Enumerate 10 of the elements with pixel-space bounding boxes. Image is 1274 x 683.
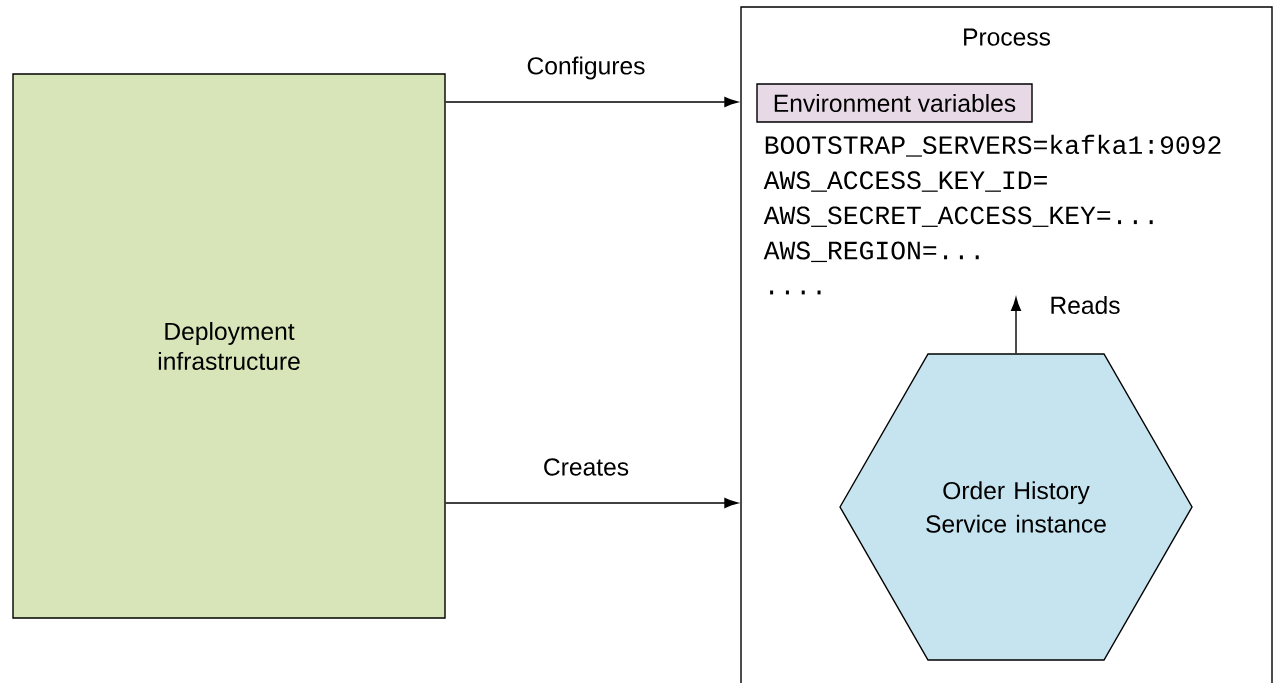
arrow bbox=[445, 497, 738, 509]
service-hexagon: Order History Service instance bbox=[839, 353, 1193, 661]
code-text: BOOTSTRAP_SERVERS=kafka1:9092 AWS_ACCESS_KEY_ID= AWS_SECRET_ACCESS_KEY=... AWS_REGION=... .... bbox=[763, 134, 1221, 295]
arrow bbox=[1010, 297, 1022, 354]
edge-label: Creates bbox=[541, 456, 631, 478]
arrow bbox=[445, 96, 738, 108]
edge-label: Reads bbox=[1047, 294, 1123, 316]
edge-label: Configures bbox=[524, 54, 648, 82]
process-box: Deployment infrastructure bbox=[12, 73, 446, 619]
heading-box: Environment variables bbox=[756, 83, 1033, 123]
